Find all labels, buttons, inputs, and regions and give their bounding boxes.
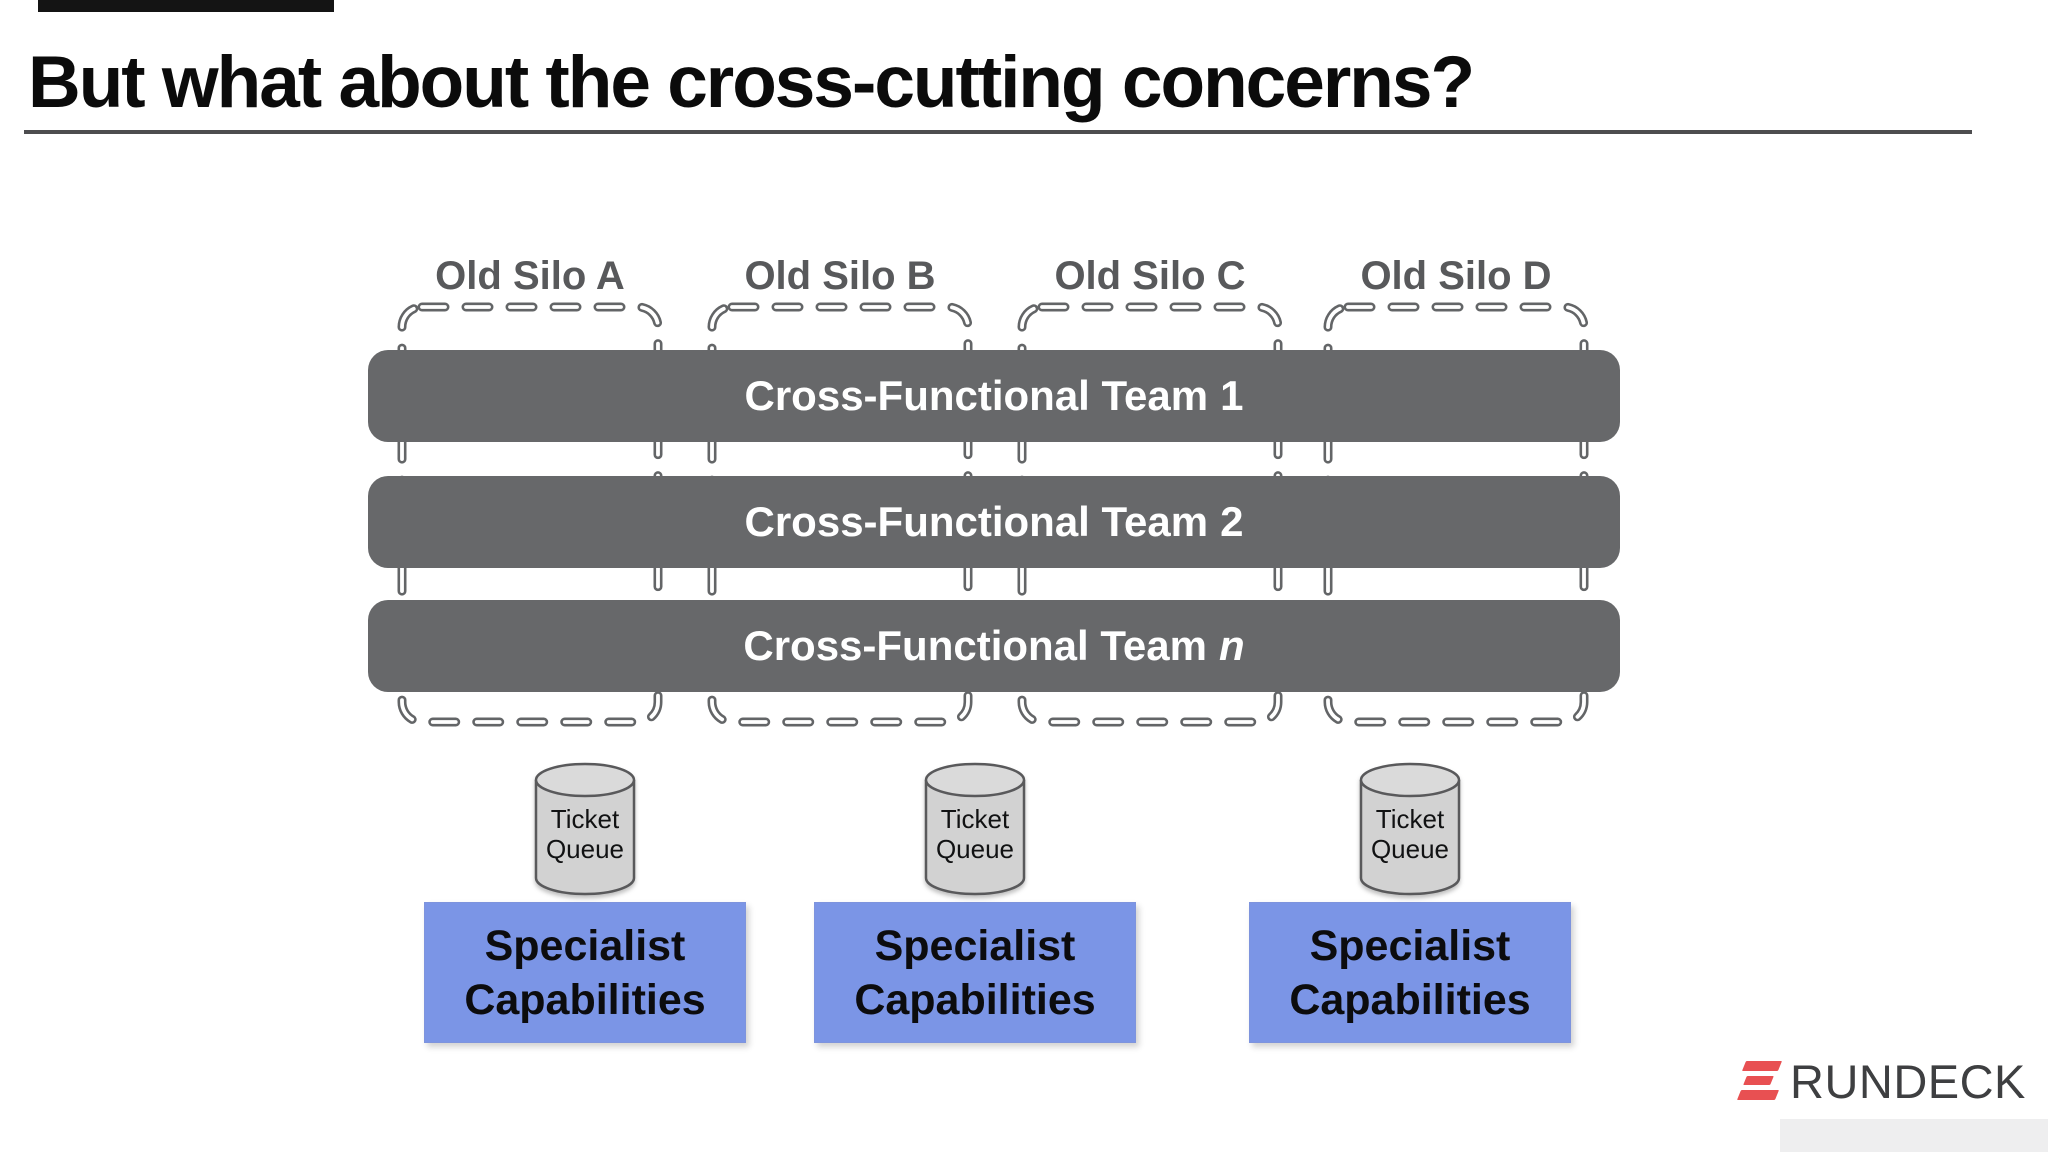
team-bar-2-number: 2 — [1220, 498, 1244, 545]
ticket-queue-line1: Ticket — [940, 804, 1010, 834]
corner-panel — [1780, 1119, 2048, 1152]
rundeck-logo-text: RUNDECK — [1790, 1055, 2026, 1108]
ticket-queue-cylinder-icon — [924, 762, 1026, 896]
capabilities-line2: Capabilities — [464, 975, 706, 1024]
capabilities-line2: Capabilities — [854, 975, 1096, 1024]
team-bar-1-label: Cross-Functional Team — [744, 372, 1209, 419]
ticket-queue-label: Ticket Queue — [505, 804, 665, 864]
ticket-queue-line1: Ticket — [550, 804, 620, 834]
ticket-queue-cylinder-icon — [534, 762, 636, 896]
ticket-queue-label: Ticket Queue — [1330, 804, 1490, 864]
silo-label-a: Old Silo A — [435, 254, 625, 298]
specialist-capabilities-box-3: Specialist Capabilities — [1249, 902, 1571, 1043]
video-progress-bar — [38, 0, 334, 12]
capabilities-line1: Specialist — [874, 921, 1076, 970]
silo-label-b: Old Silo B — [744, 254, 936, 298]
ticket-queue-line2: Queue — [1370, 834, 1450, 864]
silo-c-dashed-border — [1017, 302, 1283, 727]
silo-label-d: Old Silo D — [1360, 254, 1552, 298]
team-bar-n-number: n — [1218, 622, 1245, 669]
specialist-capabilities-box-2: Specialist Capabilities — [814, 902, 1136, 1043]
ticket-queue-cylinder-icon — [1359, 762, 1461, 896]
silo-d-dashed-border — [1323, 302, 1589, 727]
team-bar-n-label: Cross-Functional Team — [743, 622, 1207, 669]
team-bar-2-label: Cross-Functional Team — [744, 498, 1209, 545]
capabilities-line1: Specialist — [1309, 921, 1511, 970]
ticket-queue-label: Ticket Queue — [895, 804, 1055, 864]
team-bar-1-number: 1 — [1220, 372, 1244, 419]
specialist-capabilities-box-1: Specialist Capabilities — [424, 902, 746, 1043]
capabilities-line2: Capabilities — [1289, 975, 1531, 1024]
ticket-queue-line2: Queue — [935, 834, 1015, 864]
rundeck-logo: RUNDECK — [1736, 1056, 2026, 1108]
silo-b-dashed-border — [707, 302, 973, 727]
ticket-queue-line1: Ticket — [1375, 804, 1445, 834]
rundeck-logo-icon — [1736, 1059, 1783, 1105]
silo-label-c: Old Silo C — [1054, 254, 1246, 298]
title-underline — [24, 130, 1972, 134]
ticket-queue-line2: Queue — [545, 834, 625, 864]
capabilities-line1: Specialist — [484, 921, 686, 970]
slide-title: But what about the cross-cutting concern… — [28, 42, 1475, 123]
silo-a-dashed-border — [397, 302, 663, 727]
